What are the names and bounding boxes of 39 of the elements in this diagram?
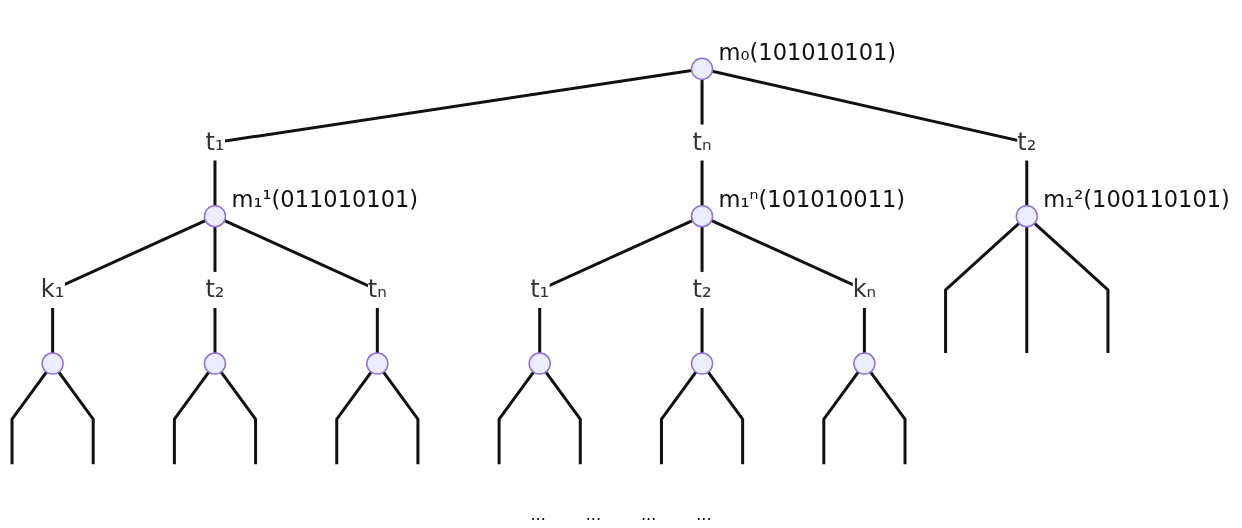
branch-line [711, 69, 1029, 206]
branch-line [335, 371, 373, 465]
state-circle [690, 352, 714, 375]
marking-label: m₁ⁿ(101010011) [718, 186, 906, 213]
state-circle [41, 352, 64, 375]
branch-line [711, 219, 866, 353]
marking-label: m₀(101010101) [718, 38, 897, 65]
branch-line [538, 219, 694, 353]
branch-line [1033, 222, 1110, 353]
branch-line [172, 371, 210, 465]
ellipsis-note: ... [585, 505, 601, 524]
state-circle [366, 352, 389, 375]
branch-line [57, 371, 95, 465]
branch-line [213, 68, 692, 206]
marking-label: m₁²(100110101) [1043, 186, 1230, 213]
ellipsis-note: ... [696, 505, 712, 524]
branch-line [869, 371, 907, 465]
branch-line [10, 371, 48, 465]
branch-line [944, 222, 1020, 353]
branch-line [659, 371, 698, 465]
ellipsis-note: ... [641, 505, 657, 524]
marking-label: m₁¹(011010101) [231, 186, 419, 213]
branch-line [707, 371, 745, 465]
branch-line [219, 371, 258, 465]
state-circle [1015, 204, 1039, 228]
state-circle [203, 204, 227, 228]
state-circle [690, 204, 714, 228]
branch-line [544, 371, 582, 465]
state-circle [853, 352, 876, 375]
branch-line [223, 219, 379, 353]
ellipsis-note: ... [530, 505, 546, 524]
branch-line [497, 371, 535, 465]
branch-line [382, 371, 420, 465]
branch-line [51, 219, 206, 353]
branch-line [822, 371, 860, 465]
branch-line [1025, 226, 1029, 353]
state-circle [203, 352, 227, 375]
state-circle [528, 352, 551, 375]
state-circle [690, 57, 714, 81]
